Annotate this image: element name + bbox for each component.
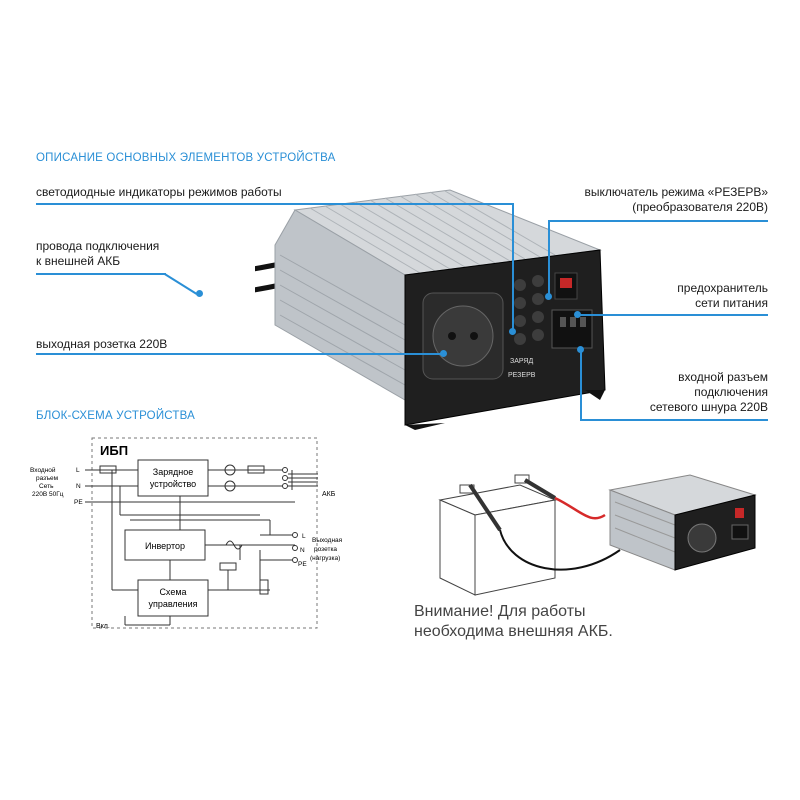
warning-line-2: необходима внешняя АКБ.	[414, 623, 613, 640]
block-schematic: ИБП Входной разъем Сеть 220В 50Гц L N PE	[30, 437, 343, 630]
label-reserve: РЕЗЕРВ	[508, 372, 536, 379]
output-label-1: Выходная	[312, 537, 343, 544]
callout-reserve-switch-2: (преобразователя 220В)	[632, 200, 768, 214]
switch-label: Вкл.	[96, 623, 110, 630]
callout-input-3: сетевого шнура 220В	[649, 400, 768, 414]
callout-outlet: выходная розетка 220В	[36, 337, 168, 351]
callout-battery-wires-2: к внешней АКБ	[36, 254, 121, 268]
input-pin-l: L	[76, 467, 80, 474]
charger-label-2: устройство	[150, 479, 196, 489]
battery-label: АКБ	[322, 491, 336, 498]
inverter-label: Инвертор	[145, 541, 185, 551]
warning-line-1: Внимание! Для работы	[414, 603, 586, 620]
output-pin-n: N	[300, 547, 305, 554]
schematic-title: ИБП	[100, 443, 128, 458]
inverter-device-illustration: ЗАРЯД РЕЗЕРВ	[255, 189, 606, 430]
battery-connection-illustration	[438, 474, 757, 596]
input-label-3: Сеть	[39, 483, 54, 490]
output-pin-l: L	[302, 533, 306, 540]
control-label-2: управления	[148, 599, 197, 609]
callout-fuse-2: сети питания	[695, 296, 768, 310]
callout-input-2: подключения	[694, 385, 768, 399]
input-pin-n: N	[76, 483, 81, 490]
input-label-1: Входной	[30, 466, 56, 474]
input-label-2: разъем	[36, 475, 59, 482]
label-charge: ЗАРЯД	[510, 358, 533, 365]
callout-fuse-1: предохранитель	[677, 281, 768, 295]
callout-leds: светодиодные индикаторы режимов работы	[36, 185, 282, 199]
callout-input-1: входной разъем	[678, 370, 768, 384]
block-diagram-heading: БЛОК-СХЕМА УСТРОЙСТВА	[36, 410, 196, 422]
control-label-1: Схема	[159, 587, 186, 597]
input-label-4: 220В 50Гц	[32, 491, 64, 498]
input-pin-pe: PE	[74, 499, 83, 506]
charger-label-1: Зарядное	[153, 467, 193, 477]
callout-battery-wires-1: провода подключения	[36, 239, 160, 253]
output-label-2: розетка	[314, 546, 337, 553]
output-label-3: (нагрузка)	[310, 555, 340, 562]
output-pin-pe: PE	[298, 561, 307, 568]
callout-reserve-switch-1: выключатель режима «РЕЗЕРВ»	[584, 185, 768, 199]
description-heading: ОПИСАНИЕ ОСНОВНЫХ ЭЛЕМЕНТОВ УСТРОЙСТВА	[36, 152, 336, 164]
